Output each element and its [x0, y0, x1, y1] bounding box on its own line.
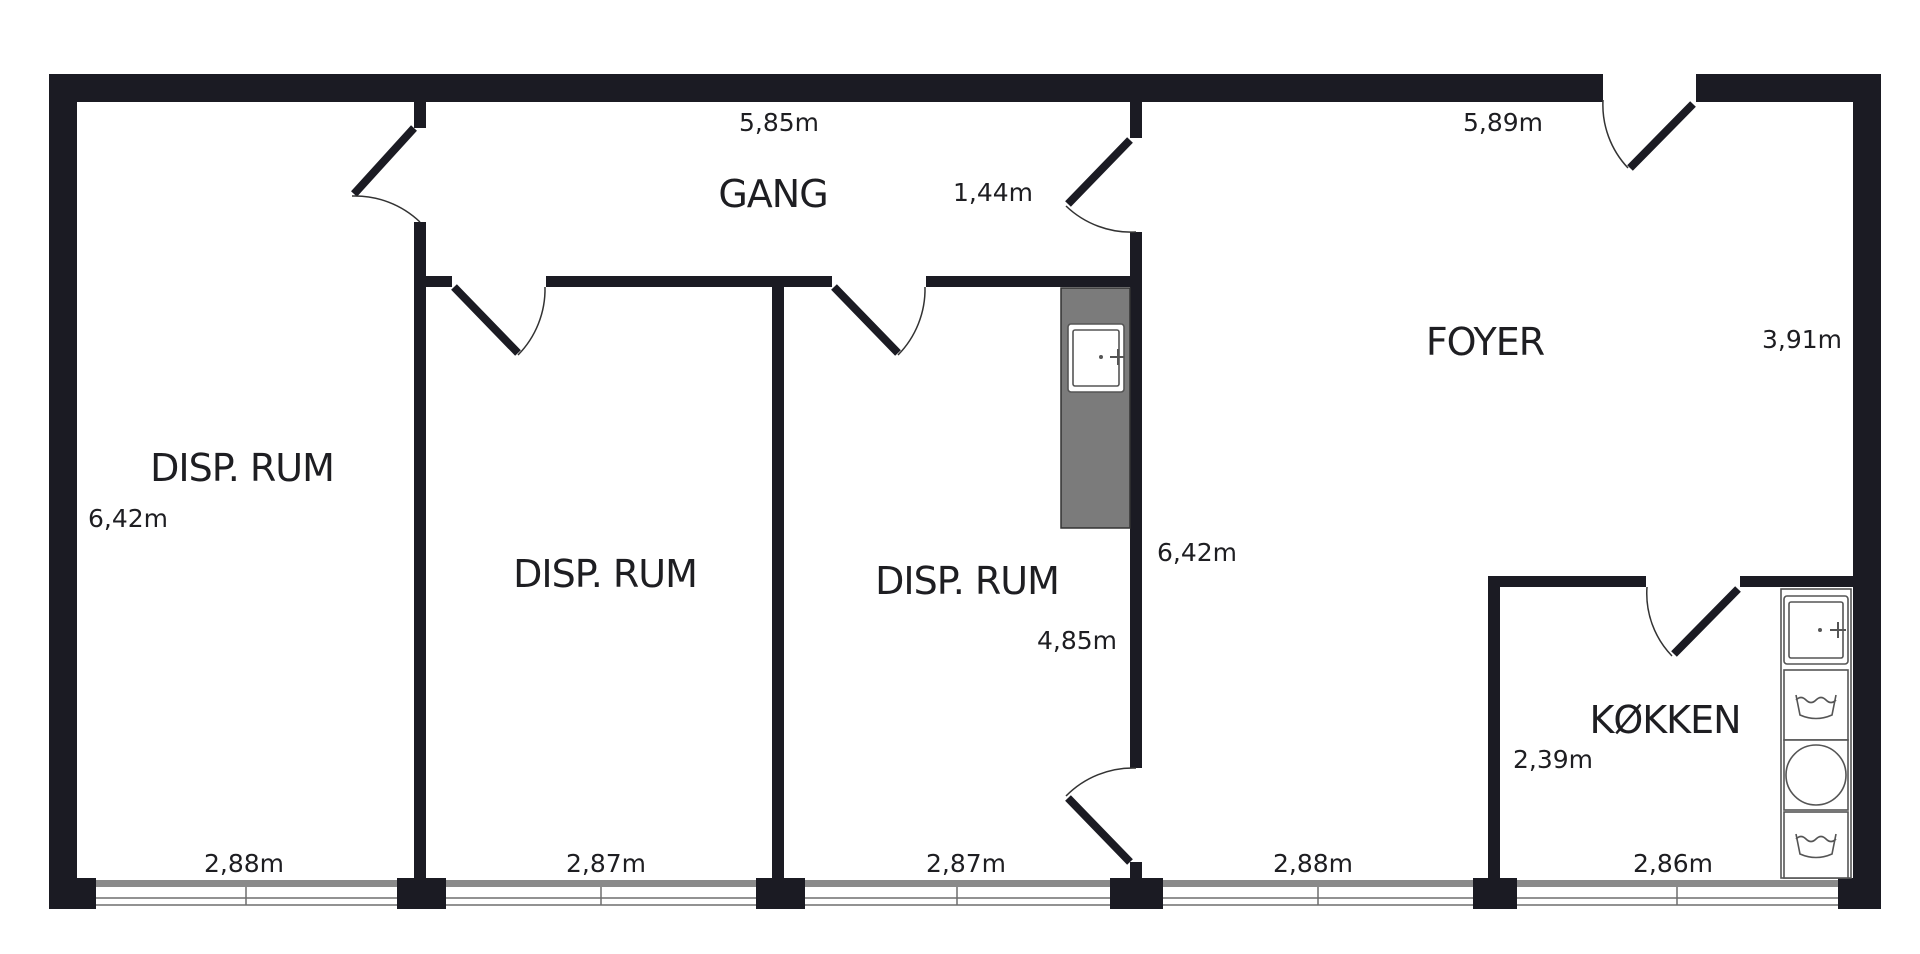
top-wall-right: [1696, 74, 1881, 102]
wall-kitchen-north-a: [1488, 576, 1646, 587]
room-label-gang: GANG: [718, 172, 827, 216]
window-icon: [96, 880, 397, 906]
interior-walls: [414, 102, 1853, 882]
dim-disp3-depth: 4,85m: [1037, 626, 1117, 655]
dim-gang-width: 5,85m: [739, 108, 819, 137]
wall-disp2-east: [772, 287, 784, 882]
bottom-pier-2: [397, 878, 446, 909]
dim-bottom-1: 2,88m: [204, 849, 284, 878]
window-icon: [446, 880, 756, 906]
wall-disp1-east-upper: [414, 102, 426, 128]
door-swing-icon: [1065, 767, 1137, 865]
bottom-pier-6: [1838, 878, 1881, 909]
window-icon: [1517, 880, 1838, 906]
sink-icon: [1067, 323, 1125, 393]
bottom-pier-1: [49, 878, 96, 909]
wall-kitchen-north-b: [1740, 576, 1853, 587]
tumble-dryer-icon: [1783, 811, 1849, 879]
tumble-dryer-icon: [1783, 669, 1849, 741]
room-label-kokken: KØKKEN: [1589, 698, 1740, 742]
bottom-pier-5: [1473, 878, 1517, 909]
sink-icon: [1783, 595, 1849, 665]
wall-gang-south-a: [414, 276, 452, 287]
door-swing-icon: [1646, 586, 1741, 657]
door-swing-icon: [451, 284, 546, 356]
dim-bottom-2: 2,87m: [566, 849, 646, 878]
dim-bottom-5: 2,86m: [1633, 849, 1713, 878]
dim-gang-depth: 1,44m: [953, 178, 1033, 207]
window-icon: [1163, 880, 1473, 906]
wall-foyer-west-b: [1130, 232, 1142, 768]
room-labels: DISP. RUM DISP. RUM DISP. RUM GANG FOYER…: [150, 172, 1741, 742]
wall-foyer-west-c: [1130, 862, 1142, 882]
room-label-disp-rum-1: DISP. RUM: [150, 446, 334, 490]
door-swing-icon: [351, 125, 421, 223]
dim-foyer-width: 5,89m: [1463, 108, 1543, 137]
dim-kokken-depth: 2,39m: [1513, 745, 1593, 774]
dim-disp1-depth: 6,42m: [88, 504, 168, 533]
door-swing-icon: [1602, 99, 1696, 171]
fixtures: [1060, 287, 1852, 879]
window-icon: [805, 880, 1110, 906]
bottom-pier-3: [756, 878, 805, 909]
wall-gang-south-b: [546, 276, 832, 287]
dim-foyer-depth: 3,91m: [1762, 325, 1842, 354]
left-wall: [49, 74, 77, 909]
outer-walls: [49, 74, 1881, 909]
dimension-labels: 5,85m 1,44m 5,89m 3,91m 6,42m 6,42m 4,85…: [88, 108, 1842, 878]
door-swing-icon: [831, 284, 926, 356]
room-label-disp-rum-2: DISP. RUM: [513, 552, 697, 596]
right-wall: [1853, 74, 1881, 909]
wall-foyer-west-a: [1130, 102, 1142, 138]
windows: [96, 880, 1838, 906]
doors: [351, 99, 1741, 865]
dim-bottom-3: 2,87m: [926, 849, 1006, 878]
dim-bottom-4: 2,88m: [1273, 849, 1353, 878]
top-wall-left: [49, 74, 1603, 102]
room-label-disp-rum-3: DISP. RUM: [875, 559, 1059, 603]
door-swing-icon: [1065, 137, 1137, 233]
wall-gang-south-c: [926, 276, 1134, 287]
washing-machine-icon: [1783, 739, 1849, 811]
bottom-pier-4: [1110, 878, 1163, 909]
dim-foyer-side-depth: 6,42m: [1157, 538, 1237, 567]
wall-kitchen-west: [1488, 576, 1500, 882]
room-label-foyer: FOYER: [1426, 320, 1545, 364]
wall-disp1-east-lower: [414, 222, 426, 882]
